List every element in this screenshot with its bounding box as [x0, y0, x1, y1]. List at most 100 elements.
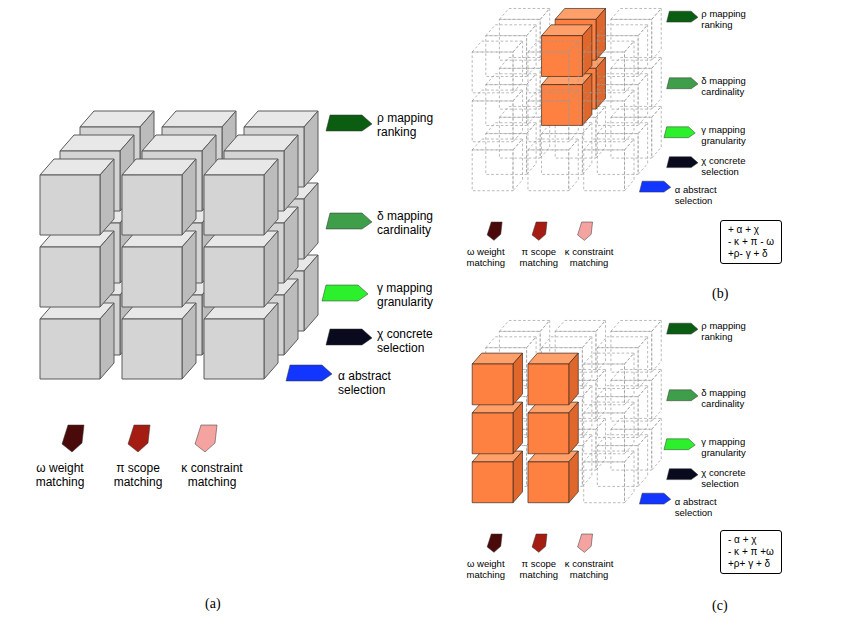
cube-face	[584, 41, 634, 52]
cube-face	[597, 36, 638, 77]
cube-face	[100, 303, 114, 379]
cube-face	[40, 247, 100, 307]
cube-face	[528, 139, 578, 150]
cube-face	[597, 337, 647, 348]
cube	[40, 159, 114, 235]
cube-face	[472, 364, 513, 405]
cube-face	[625, 90, 635, 142]
axis-tag	[639, 493, 670, 504]
cube-face	[584, 90, 634, 101]
cube-face	[638, 386, 648, 438]
cube	[597, 25, 647, 77]
axis-tag	[667, 323, 698, 334]
cube-face	[513, 402, 523, 454]
axis-tag	[487, 222, 502, 240]
cube-face	[569, 353, 579, 405]
cube-face	[611, 8, 661, 19]
cube-face	[100, 231, 114, 307]
cube-face	[597, 74, 647, 85]
cube-face	[304, 111, 318, 187]
cube-face	[555, 320, 605, 331]
cube-face	[638, 435, 648, 487]
axis-label: κ constraint matching	[564, 247, 615, 269]
axis-label: δ mapping cardinality	[701, 76, 764, 98]
formula-line: - κ + π +ω	[728, 546, 774, 558]
cube-face	[569, 451, 579, 503]
cube-face	[513, 451, 523, 503]
cube-face	[569, 90, 579, 142]
cube-face	[264, 159, 278, 235]
cube	[584, 402, 634, 454]
cube-face	[486, 134, 527, 175]
axis-label: π scope matching	[513, 559, 564, 581]
cube-face	[486, 85, 527, 126]
axis-tag	[532, 222, 547, 240]
cube-face	[652, 320, 662, 372]
cube-face	[499, 8, 549, 19]
cube	[486, 123, 536, 175]
cube-face	[499, 19, 540, 60]
cube-face	[472, 462, 513, 503]
cube-grid	[472, 8, 661, 190]
cube-face	[528, 462, 569, 503]
cube-face	[40, 319, 100, 379]
formula-line: - α + χ	[728, 534, 774, 546]
cube-face	[122, 319, 182, 379]
cube-face	[584, 101, 625, 142]
axis-tag	[639, 181, 670, 192]
cube	[611, 418, 661, 470]
cube	[204, 159, 278, 235]
cube-face	[611, 331, 652, 372]
cube	[597, 74, 647, 126]
cube-face	[582, 25, 592, 77]
cube-face	[182, 231, 196, 307]
cube-face	[597, 397, 638, 438]
axis-label: γ mapping granularity	[701, 125, 764, 147]
axis-label: κ constraint matching	[564, 559, 615, 581]
axis-tag	[195, 425, 217, 452]
cube	[528, 139, 578, 191]
cube-face	[204, 247, 264, 307]
cube	[597, 386, 647, 438]
cube-face	[611, 68, 652, 109]
axis-tag	[532, 534, 547, 552]
cube-face	[527, 25, 537, 77]
cube-face	[596, 320, 606, 372]
cube-face	[584, 451, 634, 462]
cube-face	[652, 106, 662, 158]
axis-label: δ mapping cardinality	[701, 388, 764, 410]
cube	[584, 90, 634, 142]
axis-tag	[286, 365, 332, 381]
cube-face	[597, 435, 647, 446]
axis-tag	[667, 78, 698, 89]
cube	[472, 353, 522, 405]
cube-face	[597, 348, 638, 389]
cube-face	[513, 41, 523, 93]
cube-face	[284, 207, 298, 283]
cube-face	[611, 418, 661, 429]
axis-tag	[667, 11, 698, 22]
cube-face	[611, 320, 661, 331]
cube-face	[472, 41, 522, 52]
axis-label: ω weight matching	[28, 462, 93, 490]
cube-face	[528, 41, 578, 52]
cube	[122, 231, 196, 307]
cube	[542, 123, 592, 175]
cube-face	[513, 139, 523, 191]
cube-face	[499, 68, 540, 109]
cube-face	[542, 134, 583, 175]
axis-label: χ concrete selection	[377, 328, 456, 356]
axis-label: ω weight matching	[460, 247, 511, 269]
axis-label: ρ mapping ranking	[701, 9, 764, 31]
cube	[542, 74, 592, 126]
axis-tag	[664, 439, 695, 450]
cube-face	[528, 52, 569, 93]
formula-line: +ρ- γ + δ	[728, 248, 774, 260]
cube-face	[611, 429, 652, 470]
cube-face	[528, 90, 578, 101]
axis-label: ρ mapping ranking	[377, 112, 456, 140]
cube-grid	[40, 111, 318, 379]
cube-face	[597, 134, 638, 175]
cube	[486, 25, 536, 77]
cube	[597, 337, 647, 389]
